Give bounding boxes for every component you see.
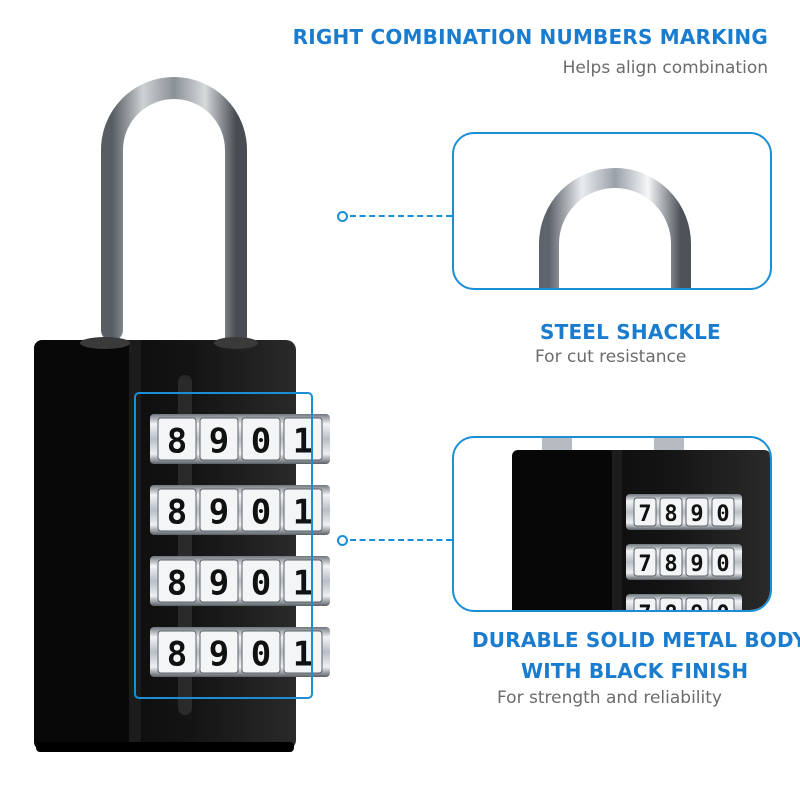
callout-dot-body [337,535,348,546]
dial-digit: 1 [293,634,313,674]
dial-digit: 0 [251,492,271,532]
dial-digit: 0 [716,502,729,527]
dial-window [241,417,281,461]
callout-line-shackle [350,215,452,217]
body-detail-image: 789078907890 [512,438,770,610]
body-feature-subtitle: For strength and reliability [497,688,722,708]
shackle-detail-panel [452,132,772,290]
dial-window [685,497,709,527]
dial-digit: 9 [209,421,229,461]
dial-digit: 1 [293,492,313,532]
dial-digit: 9 [690,502,703,527]
dial-window [241,488,281,532]
dial-digit: 7 [638,502,651,527]
dial-digit: 8 [167,634,187,674]
dial-digit: 8 [664,552,677,577]
dial-window [633,597,657,610]
combination-feature-title: RIGHT COMBINATION NUMBERS MARKING [292,25,768,49]
dial-digit: 0 [251,634,271,674]
dial-window [157,630,197,674]
dial-digit: 9 [209,563,229,603]
dial-digit: 8 [167,492,187,532]
dial-window [659,497,683,527]
dial-digit: 1 [293,421,313,461]
body-feature-title-line1: DURABLE SOLID METAL BODY [472,628,800,652]
dial-digit: 9 [690,552,703,577]
dial-digit: 7 [638,602,651,610]
shackle-feature-subtitle: For cut resistance [535,347,687,367]
dial-window [241,630,281,674]
dial-digit: 1 [293,563,313,603]
dial-window [633,547,657,577]
dial-window [199,559,239,603]
shackle-detail-image [539,168,691,288]
dial-digit: 0 [251,563,271,603]
dial-window [241,559,281,603]
dial-digit: 8 [167,563,187,603]
dial-digit: 9 [209,492,229,532]
body-feature-title-line2: WITH BLACK FINISH [521,659,749,683]
dial-highlight-frame [134,392,313,699]
callout-line-body [350,539,452,541]
dial-window [685,597,709,610]
dial-window [157,488,197,532]
dial-window [199,630,239,674]
dial-window [633,497,657,527]
dial-window [659,597,683,610]
shackle [101,77,247,356]
dial-digit: 0 [251,421,271,461]
dial-window [157,559,197,603]
dial-window [659,547,683,577]
dial-window [199,488,239,532]
body-detail-panel: 789078907890 [452,436,772,612]
combination-feature-subtitle: Helps align combination [562,58,768,78]
dial-window [157,417,197,461]
dial-digit: 7 [638,552,651,577]
dial-digit: 0 [716,552,729,577]
shackle-feature-title: STEEL SHACKLE [540,320,721,344]
dial-window [685,547,709,577]
dial-digit: 9 [690,602,703,610]
callout-dot-shackle [337,211,348,222]
dial-window [711,597,735,610]
dial-digit: 0 [716,602,729,610]
dial-digit: 8 [664,602,677,610]
dial-digit: 8 [167,421,187,461]
detail-combination-dials: 789078907890 [626,494,742,610]
dial-window [199,417,239,461]
dial-digit: 8 [664,502,677,527]
dial-window [711,547,735,577]
dial-window [711,497,735,527]
dial-digit: 9 [209,634,229,674]
